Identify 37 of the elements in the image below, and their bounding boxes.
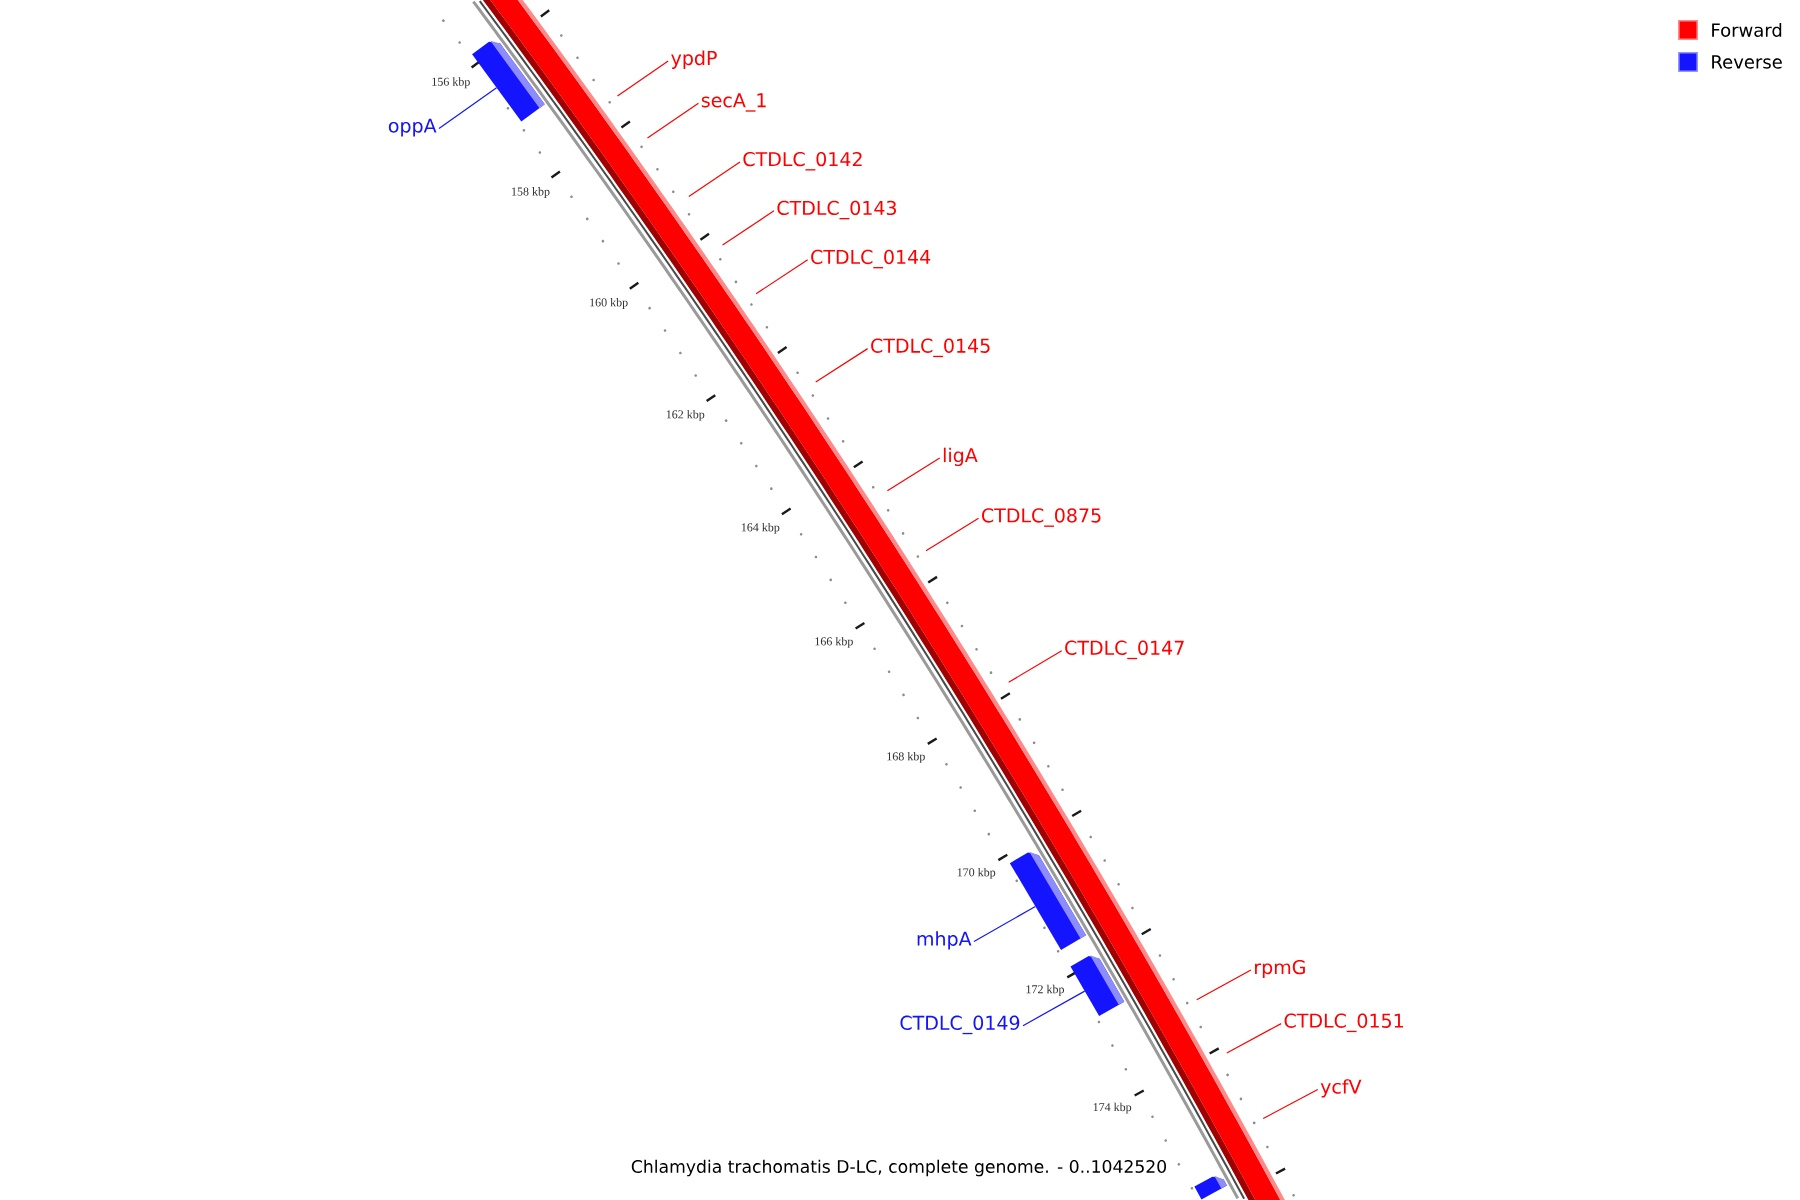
leader-line: [886, 457, 941, 492]
leader-line: [1022, 990, 1086, 1027]
leader-line: [438, 87, 498, 130]
caption: Chlamydia trachomatis D-LC, complete genome. - 0..1042520: [631, 1159, 1166, 1177]
gene-label: oppA: [388, 118, 437, 137]
gene-label: CTDLC_0147: [1065, 640, 1184, 660]
leader-line: [1226, 1023, 1282, 1054]
gene-label: CTDLC_0875: [982, 508, 1101, 527]
gene-label: ycfV: [1320, 1079, 1362, 1098]
gene-label: rpmG: [1255, 959, 1305, 978]
leader-line: [925, 517, 980, 552]
legend-label: Reverse: [1712, 55, 1782, 69]
gene-label: ligA: [943, 447, 978, 467]
leader-line: [646, 102, 699, 139]
gene-label: secA_1: [701, 93, 766, 112]
gene-label: CTDLC_0149: [900, 1015, 1020, 1035]
leader-line: [1008, 650, 1063, 683]
gene-block: [472, 40, 545, 122]
leader-line: [688, 161, 741, 198]
leader-line: [1196, 969, 1252, 1001]
leader-line: [616, 60, 669, 97]
gene-label: CTDLC_0143: [777, 200, 896, 220]
gene-label: mhpA: [917, 931, 972, 950]
legend-label: Forward: [1712, 23, 1782, 37]
leader-line: [973, 905, 1036, 943]
gene-label: CTDLC_0144: [811, 249, 931, 269]
gene-label: CTDLC_0145: [871, 338, 990, 358]
leader-line: [755, 259, 809, 295]
leader-line: [1262, 1088, 1319, 1120]
gene-block: [1194, 1175, 1227, 1200]
gene-label: CTDLC_0142: [743, 151, 862, 171]
gene-block: [1009, 851, 1086, 950]
leader-line: [815, 348, 869, 383]
gene-label: CTDLC_0151: [1284, 1013, 1403, 1033]
gene-label: ypdP: [671, 50, 717, 69]
gene-block: [1070, 955, 1125, 1017]
leader-line: [722, 210, 775, 246]
